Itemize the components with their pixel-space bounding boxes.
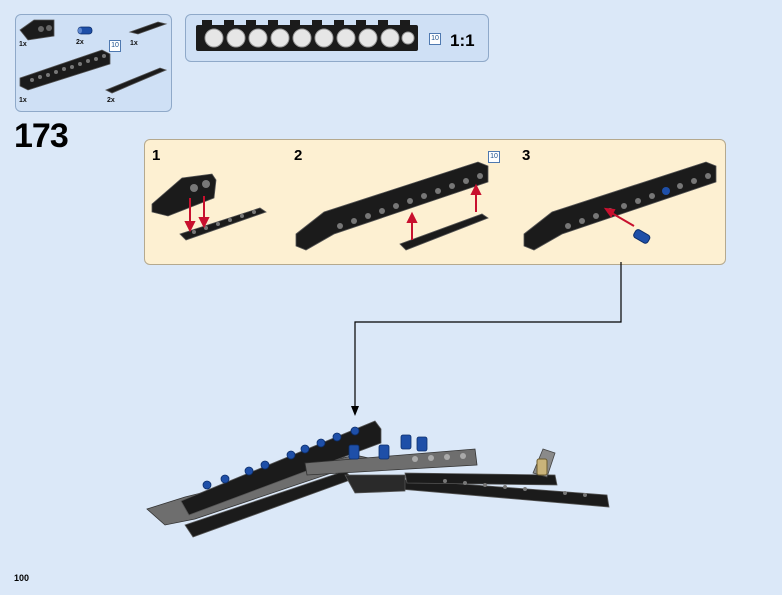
substep-3-illustration	[523, 161, 717, 251]
step-number: 173	[14, 117, 69, 155]
blue-pin-icon	[77, 26, 93, 35]
black-wedge-brick-icon	[19, 19, 55, 41]
black-beam-10-icon	[19, 49, 111, 91]
substep-number-2: 2	[294, 147, 303, 164]
substep-number-1: 1	[152, 147, 161, 164]
main-assembly-illustration	[146, 420, 610, 538]
substep-2-illustration	[295, 161, 489, 251]
substep-1-illustration	[151, 173, 267, 241]
scale-ratio-label: 1:1	[450, 31, 475, 50]
beam-scale-icon	[196, 20, 418, 51]
scale-length-badge: 10	[429, 33, 441, 45]
short-black-plate-icon	[128, 21, 168, 35]
long-black-plate-icon	[105, 67, 168, 94]
part-qty-pin: 2x	[76, 39, 84, 46]
part-qty-wedge: 1x	[19, 41, 27, 48]
part-qty-long-plate: 2x	[107, 97, 115, 104]
part-qty-beam: 1x	[19, 97, 27, 104]
part-qty-short-plate: 1x	[130, 40, 138, 47]
part-length-badge: 10	[109, 40, 121, 52]
substep-length-badge: 10	[488, 151, 500, 163]
substep-number-3: 3	[522, 147, 531, 164]
page-number: 100	[14, 573, 30, 583]
sub-assembly-callout	[144, 139, 726, 265]
connector-line	[351, 262, 622, 416]
